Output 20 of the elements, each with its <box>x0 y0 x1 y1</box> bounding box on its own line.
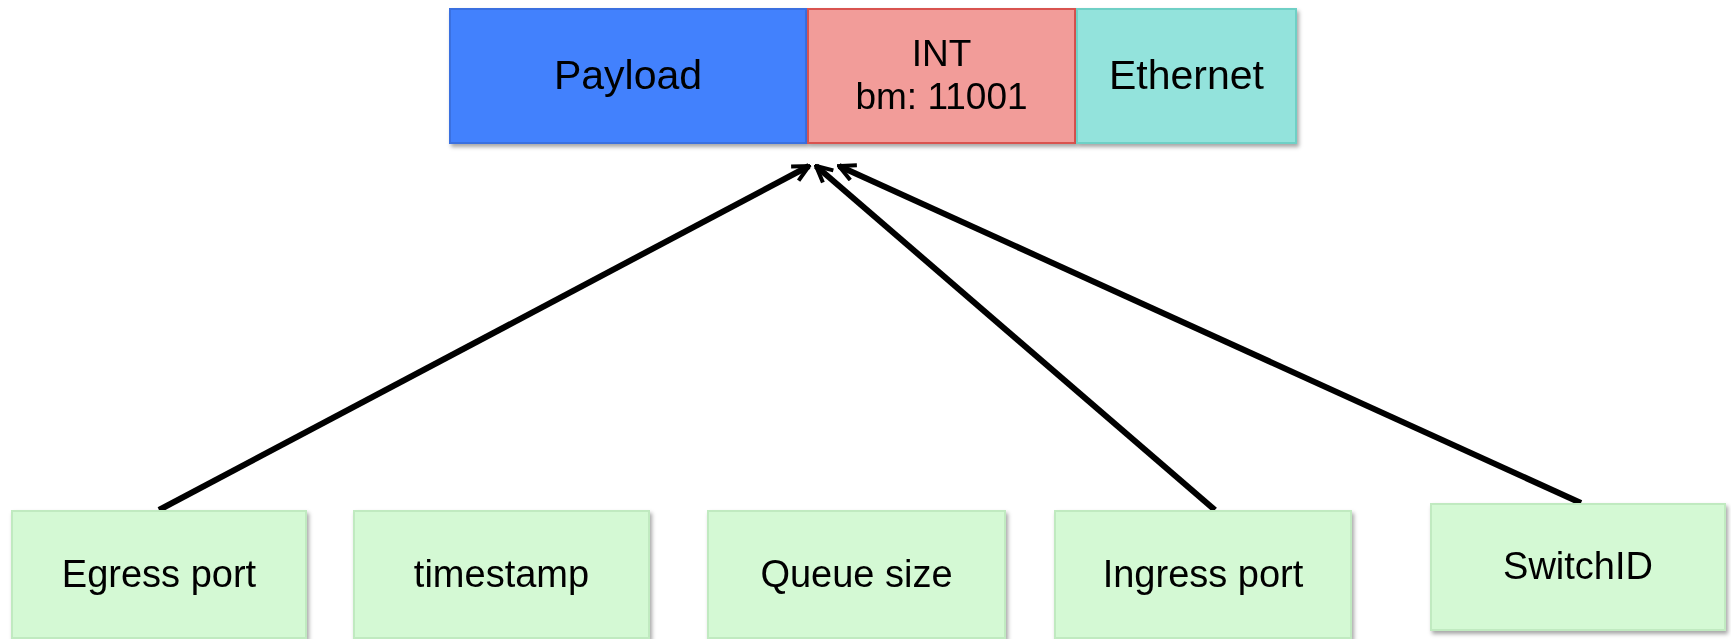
field-label: Egress port <box>61 552 257 597</box>
field-label: INT <box>911 33 972 76</box>
field-label: Payload <box>553 52 703 100</box>
field-value: bm: 11001 <box>855 76 1028 119</box>
metadata-box <box>353 510 650 639</box>
field-label: Ethernet <box>1109 52 1264 100</box>
field-label: Queue size <box>760 552 953 597</box>
metadata-box <box>1054 510 1352 639</box>
arrow <box>157 163 811 513</box>
arrow <box>814 163 1217 513</box>
packet-field <box>449 8 807 144</box>
packet-field <box>1076 8 1297 144</box>
field-label: timestamp <box>413 552 590 597</box>
field-label: Ingress port <box>1102 552 1304 597</box>
packet-field <box>807 8 1076 144</box>
metadata-box <box>11 510 307 639</box>
field-label: SwitchID <box>1503 545 1653 589</box>
metadata-box <box>707 510 1006 639</box>
metadata-box <box>1430 503 1726 631</box>
arrow <box>837 163 1583 506</box>
